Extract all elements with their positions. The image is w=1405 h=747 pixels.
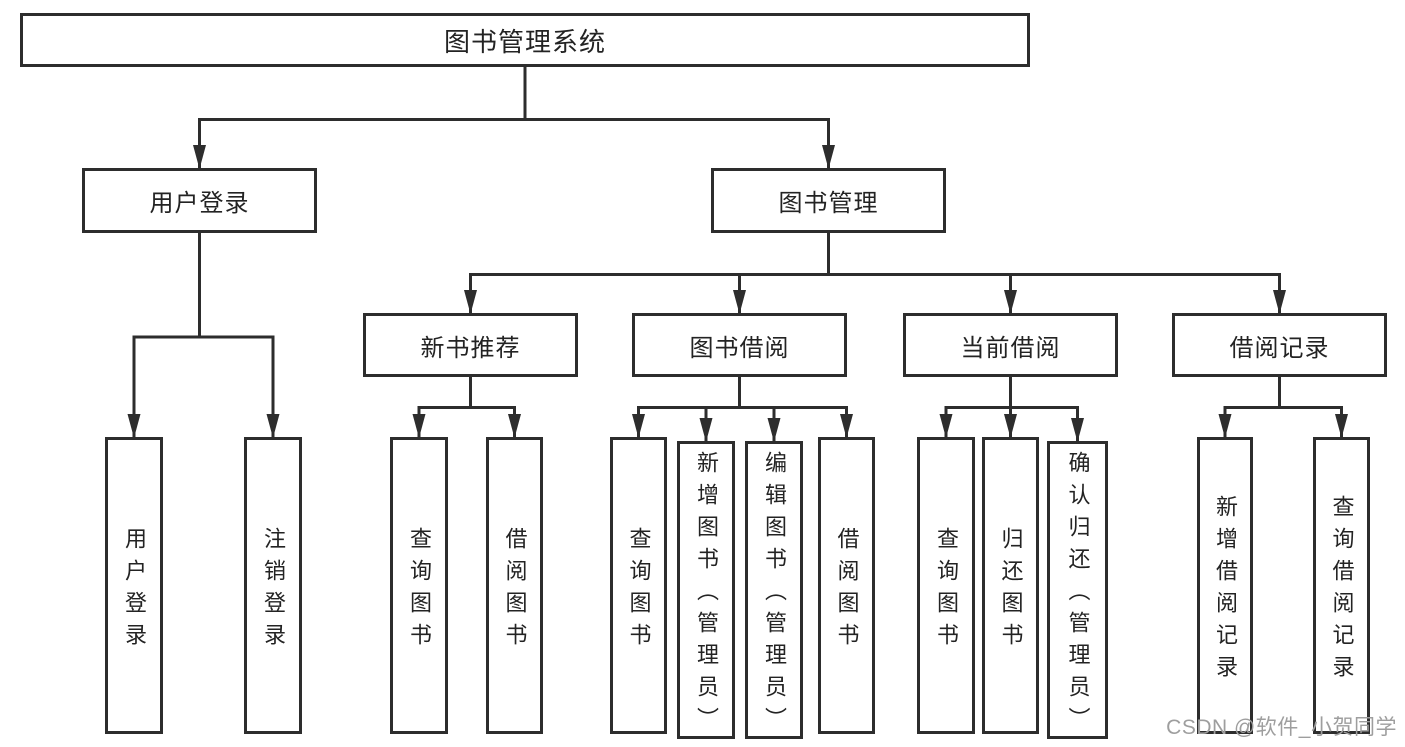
node-borrowing-records: 借阅记录 <box>1172 313 1387 377</box>
connector-new-book-rec-to-leaves <box>412 377 521 438</box>
node-label: 新增借阅记录 <box>1213 494 1238 687</box>
connector-user-login-to-leaves <box>127 233 280 438</box>
node-label: 查询图书 <box>407 526 432 655</box>
leaf-edit-books-admin: 编辑图书（管理员） <box>745 441 803 739</box>
node-label: 借阅图书 <box>834 526 860 655</box>
node-book-management: 图书管理 <box>711 168 946 233</box>
node-label: 归还图书 <box>998 526 1024 655</box>
leaf-user-login: 用户登录 <box>105 437 163 734</box>
leaf-return-books: 归还图书 <box>982 437 1039 734</box>
leaf-add-borrow-record: 新增借阅记录 <box>1197 437 1253 734</box>
node-label: 新书推荐 <box>420 334 521 362</box>
node-label: 编辑图书（管理员） <box>762 451 787 739</box>
connector-book-mgmt-to-level3 <box>464 233 1286 314</box>
node-label: 图书借阅 <box>689 334 790 362</box>
connector-borrow-records-to-leaves <box>1218 377 1348 438</box>
node-label: 借阅记录 <box>1229 334 1330 362</box>
node-label: 查询图书 <box>934 526 959 655</box>
node-label: 查询图书 <box>626 526 652 655</box>
node-library-management-system: 图书管理系统 <box>20 13 1030 67</box>
node-label: 用户登录 <box>149 190 250 217</box>
watermark: CSDN @软件_小贺同学 <box>1166 716 1397 739</box>
node-label: 借阅图书 <box>502 526 528 655</box>
leaf-borrow-books-recommend: 借阅图书 <box>486 437 543 734</box>
connector-book-borrow-to-leaves <box>632 377 853 442</box>
leaf-query-books-recommend: 查询图书 <box>390 437 448 734</box>
node-label: 用户登录 <box>122 526 147 655</box>
node-label: 当前借阅 <box>960 334 1061 362</box>
node-label: 确认归还（管理员） <box>1065 451 1091 739</box>
leaf-borrow-books: 借阅图书 <box>818 437 875 734</box>
leaf-query-books-current: 查询图书 <box>917 437 975 734</box>
node-new-book-recommend: 新书推荐 <box>363 313 578 377</box>
node-current-borrowing: 当前借阅 <box>903 313 1118 377</box>
leaf-confirm-return-admin: 确认归还（管理员） <box>1047 441 1108 739</box>
node-label: 图书管理 <box>778 190 879 217</box>
node-user-login: 用户登录 <box>82 168 317 233</box>
node-label: 新增图书（管理员） <box>694 451 719 739</box>
leaf-logout: 注销登录 <box>244 437 302 734</box>
connector-current-borrow-to-leaves <box>939 377 1084 442</box>
node-label: 图书管理系统 <box>443 26 606 57</box>
connector-root-to-level2 <box>193 67 835 169</box>
node-label: 查询借阅记录 <box>1329 494 1355 687</box>
leaf-add-books-admin: 新增图书（管理员） <box>677 441 735 739</box>
leaf-query-borrow-record: 查询借阅记录 <box>1313 437 1370 734</box>
node-label: 注销登录 <box>261 526 286 655</box>
leaf-query-books-borrow: 查询图书 <box>610 437 667 734</box>
node-book-borrowing: 图书借阅 <box>632 313 847 377</box>
